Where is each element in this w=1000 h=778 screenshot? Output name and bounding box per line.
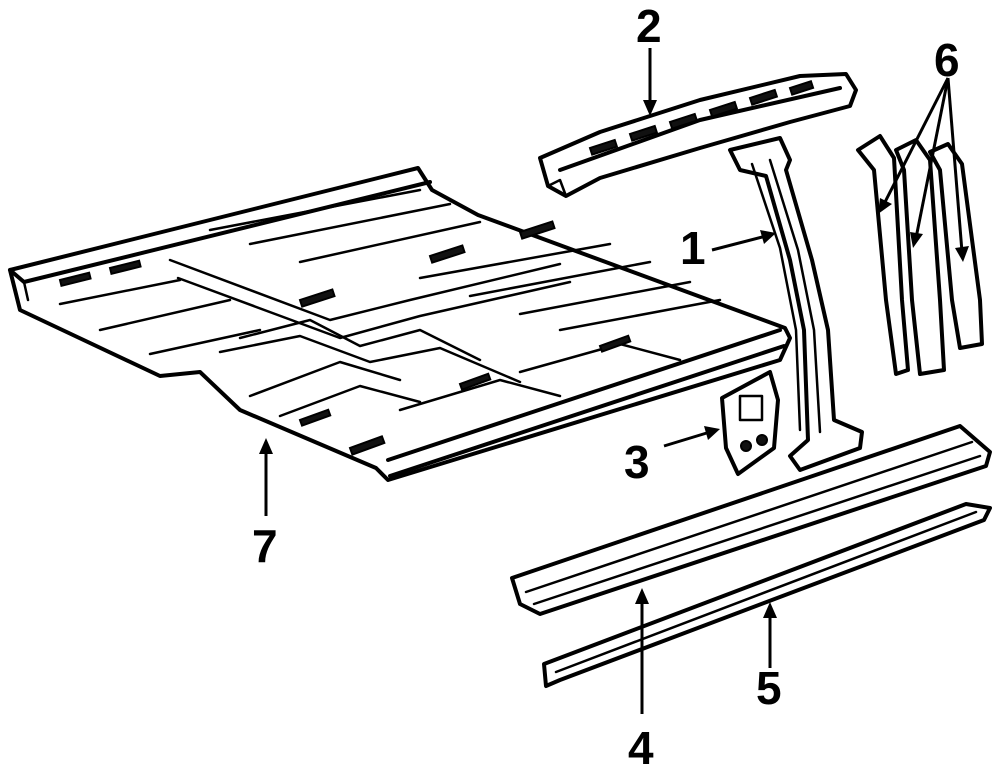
callout-3-label: 3 <box>624 436 650 488</box>
callout-1-label: 1 <box>680 222 706 274</box>
leader-lines <box>259 48 969 714</box>
floor-pan-part <box>8 166 792 482</box>
pillar-trim-parts <box>856 134 984 376</box>
callout-2-label: 2 <box>636 0 662 52</box>
callout-5-label: 5 <box>756 662 782 714</box>
roof-rail-part <box>538 72 858 198</box>
pillar-bracket-part <box>720 370 780 476</box>
rocker-panel-part <box>510 424 992 616</box>
callout-6-label: 6 <box>934 34 960 86</box>
callout-4-label: 4 <box>628 722 654 774</box>
rocker-molding-part <box>542 502 992 688</box>
b-pillar-part <box>728 136 864 472</box>
callout-7-label: 7 <box>252 520 278 572</box>
